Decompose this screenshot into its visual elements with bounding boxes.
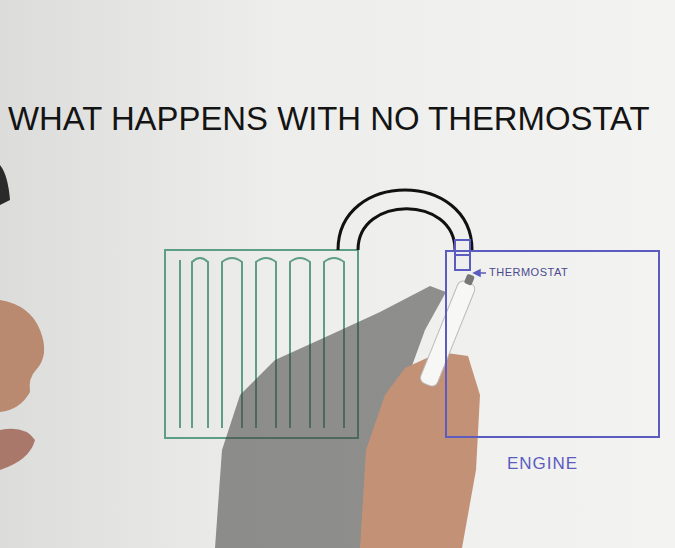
hair <box>0 165 10 205</box>
lips <box>0 429 35 470</box>
face <box>0 300 44 412</box>
hand <box>360 352 480 548</box>
part-label: THERMOSTAT <box>489 266 568 278</box>
thermostat-part <box>455 240 470 270</box>
engine-block: ENGINE <box>445 250 660 438</box>
engine-label: ENGINE <box>507 454 578 474</box>
coolant-hose <box>338 190 472 250</box>
marker-pen <box>419 272 480 388</box>
diagram-title: WHAT HAPPENS WITH NO THERMOSTAT <box>8 100 650 138</box>
thermostat-leader <box>474 270 486 276</box>
